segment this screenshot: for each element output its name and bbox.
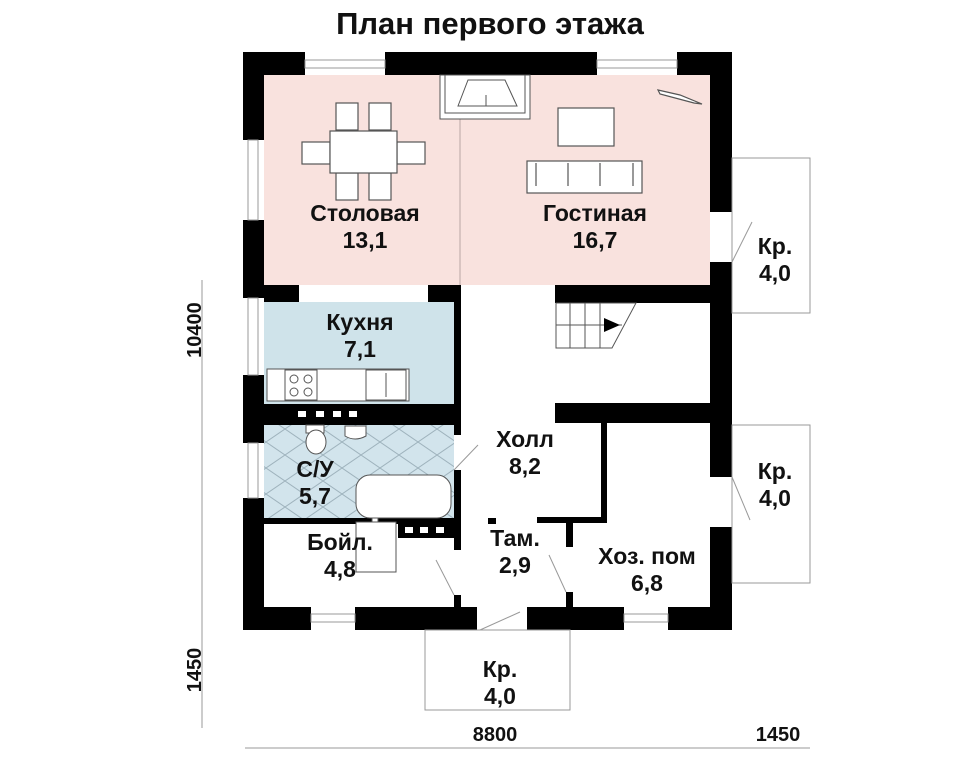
plan-title: План первого этажа — [336, 6, 644, 41]
dining-room-fill — [264, 75, 460, 285]
room-label-dining: Столовая 13,1 — [280, 202, 450, 256]
room-label-vestibule: Там. 2,9 — [470, 527, 560, 581]
room-name: Хоз. пом — [598, 543, 696, 569]
room-area: 4,8 — [324, 556, 356, 582]
room-name: Гостиная — [543, 200, 647, 226]
room-name: Столовая — [310, 200, 420, 226]
room-label-porch-front: Кр. 4,0 — [460, 658, 540, 712]
room-area: 7,1 — [344, 336, 376, 362]
room-label-bathroom: С/У 5,7 — [280, 458, 350, 512]
room-name: Кр. — [482, 656, 518, 682]
room-area: 6,8 — [631, 570, 663, 596]
room-label-boiler: Бойл. 4,8 — [290, 531, 390, 585]
room-label-utility: Хоз. пом 6,8 — [582, 545, 712, 599]
room-label-kitchen: Кухня 7,1 — [300, 311, 420, 365]
room-label-porch-right-bottom: Кр. 4,0 — [740, 460, 810, 514]
room-label-hall: Холл 8,2 — [470, 428, 580, 482]
room-area: 4,0 — [759, 485, 791, 511]
room-name: Кр. — [757, 233, 793, 259]
room-name: Кр. — [757, 458, 793, 484]
room-name: Там. — [490, 525, 540, 551]
room-name: С/У — [296, 456, 334, 482]
room-label-porch-right-top: Кр. 4,0 — [740, 235, 810, 289]
room-area: 16,7 — [572, 227, 618, 253]
dimension-height-main: 10400 — [184, 302, 206, 358]
dimension-width-porch: 1450 — [755, 724, 801, 746]
room-name: Бойл. — [307, 529, 373, 555]
room-area: 5,7 — [299, 483, 331, 509]
room-name: Холл — [496, 426, 554, 452]
room-area: 8,2 — [509, 453, 541, 479]
room-area: 13,1 — [342, 227, 388, 253]
room-area: 2,9 — [499, 552, 531, 578]
dimension-width-main: 8800 — [472, 724, 518, 746]
room-area: 4,0 — [759, 260, 791, 286]
room-area: 4,0 — [484, 683, 516, 709]
room-label-living: Гостиная 16,7 — [510, 202, 680, 256]
dimension-height-porch: 1450 — [184, 647, 206, 693]
room-name: Кухня — [326, 309, 394, 335]
